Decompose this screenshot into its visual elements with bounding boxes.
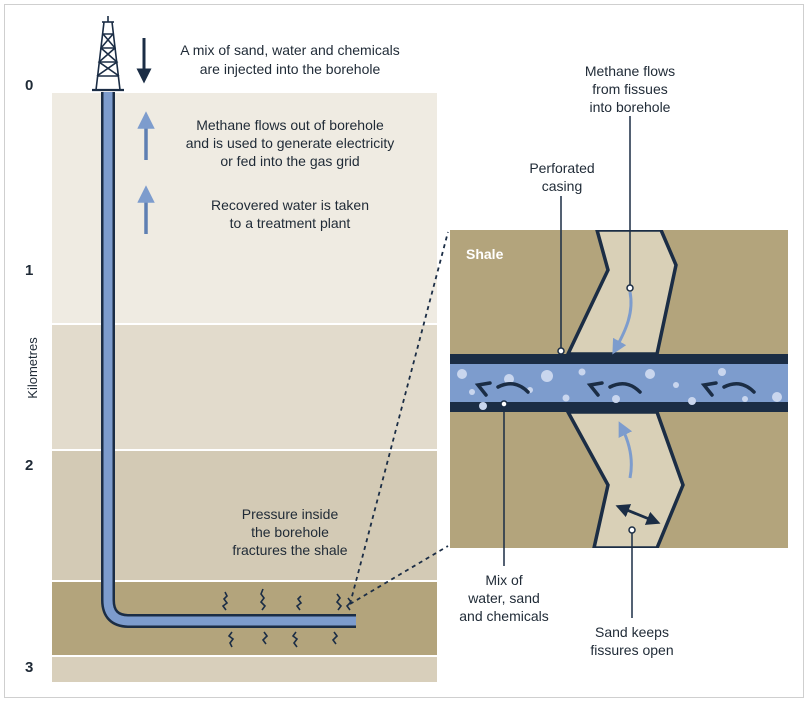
callout-dots bbox=[500, 284, 636, 534]
svg-text:are injected into the borehole: are injected into the borehole bbox=[200, 61, 381, 77]
methane-fissures-label: Methane flows from fissues into borehole bbox=[585, 63, 675, 115]
svg-text:Recovered water is taken: Recovered water is taken bbox=[211, 197, 369, 213]
svg-text:A mix of sand, water and chemi: A mix of sand, water and chemicals bbox=[180, 42, 399, 58]
layer-bottom bbox=[52, 657, 437, 682]
pressure-label: Pressure inside the borehole fractures t… bbox=[232, 506, 347, 558]
double-arrow-icon bbox=[615, 504, 661, 525]
depth-tick-3: 3 bbox=[25, 659, 33, 676]
svg-text:from fissues: from fissues bbox=[592, 81, 667, 97]
svg-text:into borehole: into borehole bbox=[590, 99, 671, 115]
perforated-casing-label: Perforated casing bbox=[529, 160, 594, 194]
sand-keeps-label: Sand keeps fissures open bbox=[590, 624, 673, 658]
depth-tick-1: 1 bbox=[25, 262, 33, 279]
borehole-pipe bbox=[101, 92, 356, 628]
strata bbox=[52, 93, 437, 682]
svg-text:fissures open: fissures open bbox=[590, 642, 673, 658]
methane-flow-arrow bbox=[618, 421, 633, 479]
svg-text:Perforated: Perforated bbox=[529, 160, 594, 176]
svg-text:fractures the shale: fractures the shale bbox=[232, 542, 347, 558]
depth-tick-0: 0 bbox=[25, 77, 33, 94]
svg-text:or fed into the gas grid: or fed into the gas grid bbox=[220, 153, 359, 169]
shale-label: Shale bbox=[466, 246, 504, 262]
svg-text:the borehole: the borehole bbox=[251, 524, 329, 540]
layer-mid-1 bbox=[52, 325, 437, 449]
svg-text:and is used to generate electr: and is used to generate electricity bbox=[186, 135, 395, 151]
methane-flow-arrow bbox=[612, 291, 633, 355]
injection-label: A mix of sand, water and chemicals are i… bbox=[180, 42, 399, 77]
layer-topsoil bbox=[52, 93, 437, 323]
svg-text:casing: casing bbox=[542, 178, 582, 194]
svg-text:Sand keeps: Sand keeps bbox=[595, 624, 669, 640]
svg-text:to a treatment plant: to a treatment plant bbox=[230, 215, 351, 231]
crack-icon bbox=[221, 588, 353, 648]
callouts bbox=[503, 116, 633, 618]
svg-text:Methane flows out of borehole: Methane flows out of borehole bbox=[196, 117, 384, 133]
sand-particles bbox=[457, 368, 782, 410]
inset-detail: Shale bbox=[450, 230, 788, 548]
recovered-water-label: Recovered water is taken to a treatment … bbox=[211, 197, 369, 231]
figure-frame bbox=[4, 4, 804, 698]
svg-text:and chemicals: and chemicals bbox=[459, 608, 549, 624]
drill-rig-icon bbox=[92, 16, 124, 92]
svg-text:Mix of: Mix of bbox=[485, 572, 522, 588]
depth-axis-title: Kilometres bbox=[25, 337, 40, 399]
svg-text:Methane flows: Methane flows bbox=[585, 63, 675, 79]
flow-arrow-icon bbox=[474, 381, 756, 397]
depth-axis: 0 1 2 3 Kilometres bbox=[25, 77, 40, 676]
svg-text:Pressure inside: Pressure inside bbox=[242, 506, 339, 522]
methane-out-label: Methane flows out of borehole and is use… bbox=[186, 117, 395, 169]
zoom-connectors bbox=[349, 231, 449, 605]
mix-label: Mix of water, sand and chemicals bbox=[459, 572, 549, 624]
svg-text:water, sand: water, sand bbox=[467, 590, 540, 606]
depth-tick-2: 2 bbox=[25, 457, 33, 474]
